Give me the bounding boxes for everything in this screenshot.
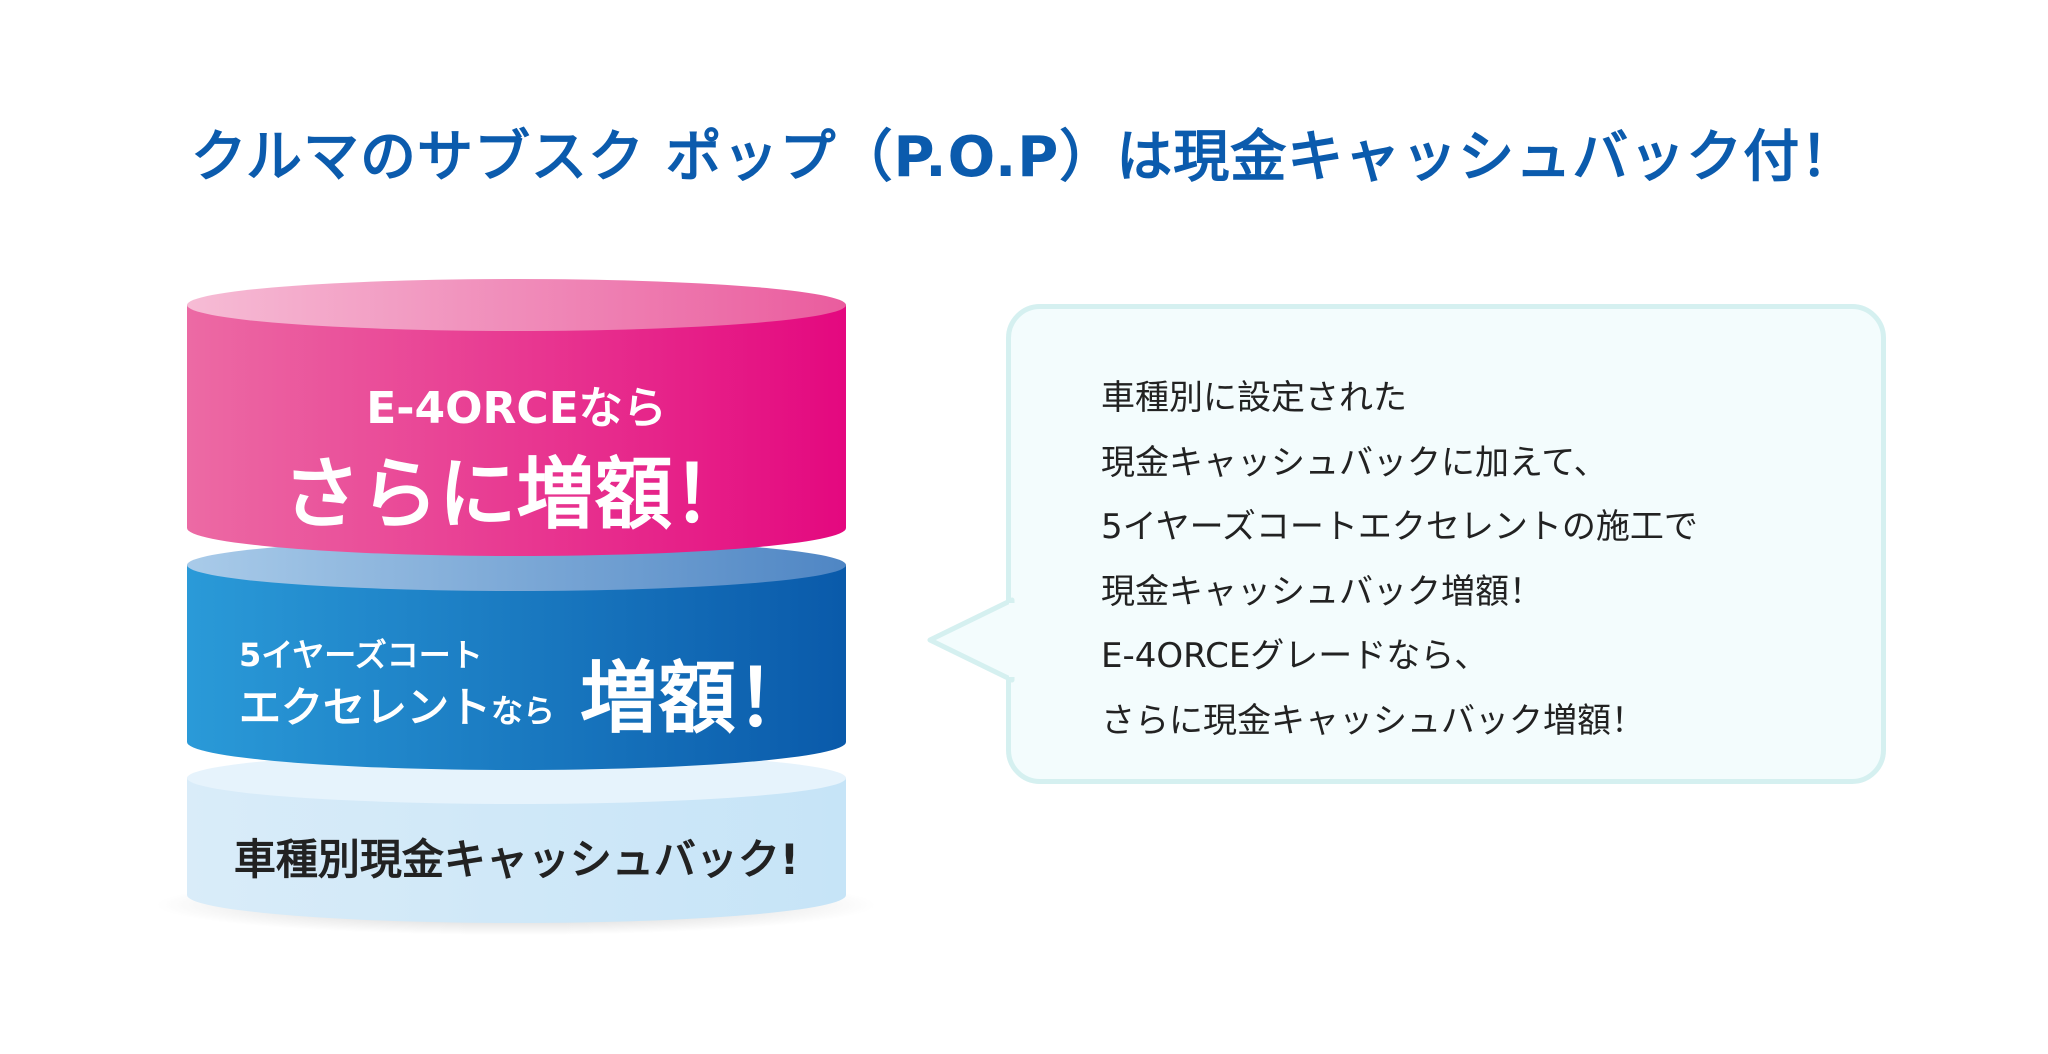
bottom-tier-label: 車種別現金キャッシュバック! [233,835,800,884]
bubble-text: 車種別に設定された 現金キャッシュバックに加えて、 5イヤーズコートエクセレント… [1101,366,1698,754]
tier-top [187,279,846,556]
middle-tier-line2-small: なら [491,692,556,730]
middle-tier-line1: 5イヤーズコート [239,636,483,674]
middle-tier-line2-main: エクセレント [239,683,492,732]
speech-bubble [1006,304,1886,784]
bubble-line: さらに現金キャッシュバック増額！ [1101,700,1645,741]
middle-tier-line2: エクセレントなら [239,674,555,735]
bubble-line: 現金キャッシュバックに加えて、 [1101,442,1608,483]
middle-tier-big: 増額！ [580,654,815,744]
top-tier-line1: E-4ORCEなら [366,383,667,434]
page-title: クルマのサブスク ポップ（P.O.P）は現金キャッシュバック付！ [190,125,1858,190]
bubble-line: 車種別に設定された [1101,378,1407,418]
bubble-line: 現金キャッシュバック増額！ [1101,571,1543,612]
bubble-line: E-4ORCEグレードなら、 [1101,636,1489,677]
bubble-line: 5イヤーズコートエクセレントの施工で [1101,507,1698,548]
top-tier-line2: さらに増額！ [282,450,751,540]
